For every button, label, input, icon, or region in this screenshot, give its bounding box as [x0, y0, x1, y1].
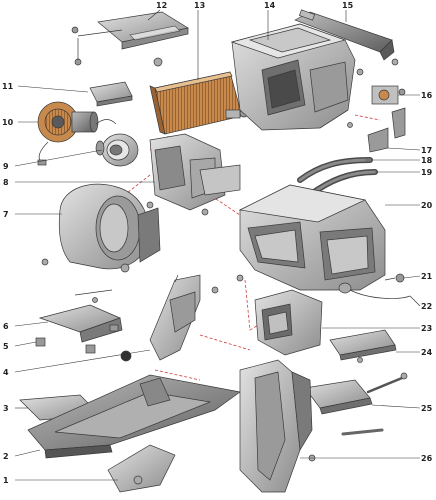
part-2-3-floor-duct — [19, 374, 241, 459]
callout-15: 15 — [342, 1, 354, 10]
callout-labels: 12 13 14 15 11 10 16 17 9 18 8 19 20 7 2… — [2, 1, 433, 485]
part-24-flap — [329, 329, 397, 363]
callout-1: 1 — [3, 476, 9, 485]
screw-icon — [41, 258, 49, 266]
callout-25: 25 — [421, 404, 433, 413]
callout-19: 19 — [421, 168, 433, 177]
callout-2: 2 — [3, 452, 9, 461]
part-13-heater-core — [149, 71, 249, 135]
callout-18: 18 — [421, 156, 433, 165]
callout-6: 6 — [3, 322, 9, 331]
callout-10: 10 — [2, 118, 14, 127]
part-8-blower-housing — [149, 133, 241, 211]
part-9-motor-ring — [95, 133, 139, 167]
screw-icon — [391, 58, 399, 66]
callout-4: 4 — [3, 368, 9, 377]
part-26-rear-duct — [239, 359, 316, 493]
screw-icon — [236, 274, 244, 282]
screw-icon — [356, 68, 364, 76]
callout-16: 16 — [421, 91, 433, 100]
leader-lines — [14, 9, 421, 481]
callout-8: 8 — [3, 178, 9, 187]
callout-11: 11 — [2, 82, 14, 91]
screw-icon — [201, 208, 209, 216]
callout-12: 12 — [156, 1, 167, 10]
part-11-rod-and-plate — [71, 26, 133, 107]
part-7-blower-volute — [58, 183, 161, 273]
callout-5: 5 — [3, 342, 9, 351]
callout-26: 26 — [421, 454, 433, 463]
rod-icon — [341, 428, 384, 436]
part-21-sensor — [384, 273, 405, 283]
callout-3: 3 — [3, 404, 9, 413]
callout-7: 7 — [3, 210, 9, 219]
part-23-flap-unit — [254, 289, 323, 356]
part-22-temp-sensor — [338, 282, 411, 299]
part-25-flap-and-rod — [304, 372, 408, 415]
callout-14: 14 — [264, 1, 276, 10]
part-6-bracket — [38, 289, 123, 343]
part-12-filter-cover — [97, 11, 189, 50]
part-20-distribution-housing — [238, 184, 386, 291]
callout-13: 13 — [194, 1, 205, 10]
part-1-lower-cover — [107, 444, 176, 493]
screw-icon — [211, 286, 219, 294]
part-16-actuator — [371, 85, 406, 105]
part-14-heater-housing — [230, 23, 356, 131]
part-4-support-frame — [149, 274, 201, 361]
callout-24: 24 — [421, 348, 433, 357]
callout-23: 23 — [421, 324, 432, 333]
screw-icon — [153, 57, 163, 67]
callout-17: 17 — [421, 146, 432, 155]
screw-icon — [146, 201, 154, 209]
callout-9: 9 — [3, 162, 9, 171]
callout-22: 22 — [421, 302, 432, 311]
part-10-blower-motor — [37, 101, 99, 166]
part-15-top-duct — [294, 9, 395, 61]
part-17-clips — [347, 107, 406, 153]
callout-21: 21 — [421, 272, 433, 281]
callout-20: 20 — [421, 201, 433, 210]
